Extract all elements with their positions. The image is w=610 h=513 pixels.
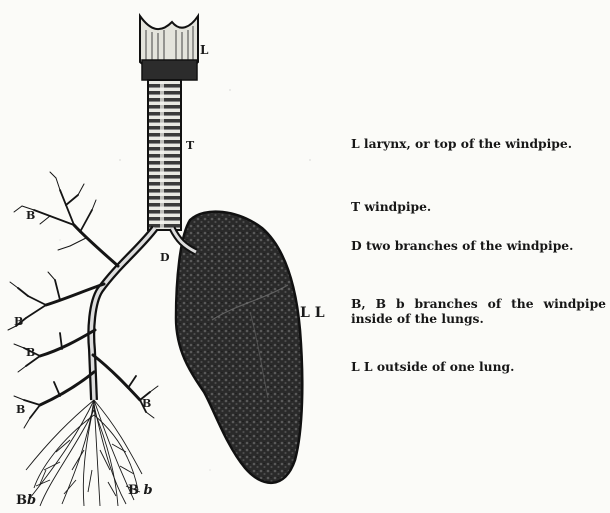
legend-lung: L L outside of one lung. xyxy=(351,359,606,374)
label-division: D xyxy=(160,252,170,263)
label-branch-upper: B xyxy=(26,210,35,221)
label-bb-right-small: b xyxy=(144,483,153,498)
label-larynx: L xyxy=(200,44,208,56)
label-branch-right: B xyxy=(142,398,151,409)
legend-branches: B, B b branches of the windpipe inside o… xyxy=(351,296,606,326)
windpipe-shape xyxy=(148,80,181,230)
left-bronchus xyxy=(91,228,155,400)
label-bb-right: B b xyxy=(128,484,153,497)
label-branch-bottom-left: B xyxy=(16,404,25,415)
larynx-base-band xyxy=(142,60,197,80)
branching-brush xyxy=(26,400,142,506)
anatomy-illustration: L T D L L B B B B B Bb B b xyxy=(0,0,340,513)
label-branch-mid: B xyxy=(14,316,23,327)
label-bb-left: Bb xyxy=(16,494,36,507)
respiratory-drawing xyxy=(0,0,340,513)
legend-division: D two branches of the windpipe. xyxy=(351,238,606,253)
legend-windpipe: T windpipe. xyxy=(351,199,606,214)
label-branch-lower: B xyxy=(26,347,35,358)
legend-larynx: L larynx, or top of the windpipe. xyxy=(351,136,606,151)
left-bronchus-inner xyxy=(91,228,155,400)
label-bb-left-main: B xyxy=(16,493,27,508)
label-lung: L L xyxy=(300,306,325,320)
label-windpipe: T xyxy=(186,140,194,151)
label-bb-left-small: b xyxy=(27,493,36,508)
label-bb-right-main: B xyxy=(128,483,139,498)
